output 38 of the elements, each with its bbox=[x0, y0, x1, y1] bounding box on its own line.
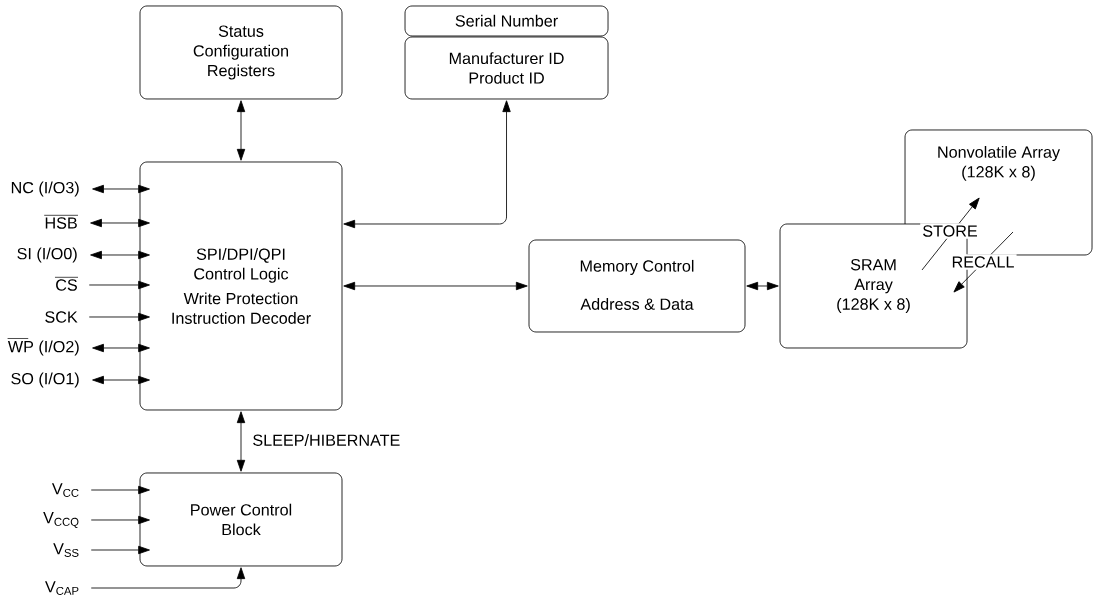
arrow bbox=[343, 100, 511, 229]
logic-box: SPI/DPI/QPI Control Logic Write Protection Instruction Decoder bbox=[139, 161, 343, 411]
pin-label: NC (I/O3) bbox=[11, 181, 79, 197]
pin-label: V$_{CC}$ bbox=[51, 483, 79, 497]
arrow bbox=[92, 375, 150, 385]
block-box: Power Control Block bbox=[139, 472, 343, 567]
register-box: Serial Number bbox=[404, 5, 609, 37]
arrow bbox=[746, 281, 779, 291]
pin-label: HSB bbox=[43, 214, 79, 229]
block-box: Memory Control Address & Data bbox=[528, 239, 746, 333]
pin-label: SCK bbox=[45, 311, 78, 323]
pin-label: CS bbox=[54, 276, 79, 291]
pin-label: V$_{CAP}$ bbox=[45, 581, 79, 595]
edge-label: SLEEP/HIBERNATE bbox=[250, 431, 403, 449]
pin-label: WP (I/O2) bbox=[7, 338, 79, 356]
arrow bbox=[236, 411, 246, 472]
arrow bbox=[92, 184, 150, 194]
arrow bbox=[953, 231, 1014, 293]
pin-label: SO (I/O1) bbox=[11, 372, 79, 388]
arrow bbox=[90, 515, 150, 525]
pin-label: SI (I/O0) bbox=[17, 247, 77, 263]
arrow bbox=[236, 100, 246, 161]
edge-label: STORE bbox=[920, 223, 980, 239]
register-box: Manufacturer ID Product ID bbox=[404, 36, 609, 100]
arrow bbox=[90, 545, 150, 555]
edge-label: RECALL bbox=[949, 254, 1017, 270]
arrow bbox=[921, 197, 980, 271]
pin-label: V$_{SS}$ bbox=[53, 543, 79, 557]
arrow bbox=[90, 567, 246, 589]
register-box: Status Configuration Registers bbox=[139, 5, 343, 100]
arrow bbox=[90, 250, 150, 260]
arrow bbox=[88, 280, 150, 290]
arrow bbox=[92, 343, 150, 353]
arrow bbox=[343, 281, 528, 291]
arrow bbox=[90, 218, 150, 228]
pin-label: V$_{CCQ}$ bbox=[43, 512, 79, 528]
arrow bbox=[88, 312, 150, 322]
arrow bbox=[90, 485, 150, 495]
